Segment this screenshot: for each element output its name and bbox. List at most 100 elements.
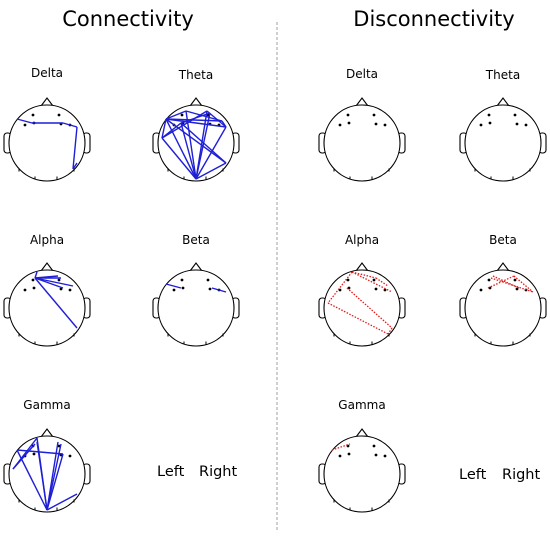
electrode-dot [59, 287, 63, 291]
electrode-dot [180, 278, 184, 282]
electrode-dot [515, 122, 519, 126]
side-label-left-conn: Left [157, 464, 185, 480]
head-outline [323, 104, 401, 182]
head-outline [464, 104, 542, 182]
electrode-dot [372, 113, 376, 117]
connection-edge-e11-e13 [195, 162, 227, 180]
band-label-conn-beta: Beta [182, 233, 210, 247]
electrode-dot [181, 286, 185, 290]
electrode-dot [32, 452, 36, 456]
connection-edge-e11-e13 [46, 493, 78, 511]
nose [189, 262, 203, 272]
electrode-dot [338, 454, 342, 458]
connection-edge-e2-e5 [331, 443, 351, 451]
connection-edge-e2-e13 [16, 449, 48, 511]
electrode-dot [372, 444, 376, 448]
connection-edge-e9-e10 [62, 122, 78, 128]
electrode-dot [487, 278, 491, 282]
head-outline [323, 435, 401, 513]
band-label-conn-theta: Theta [178, 68, 213, 82]
side-label-left-disc: Left [459, 467, 487, 483]
connection-edge-e5-e9 [34, 277, 64, 289]
head-plot-conn-theta: Theta [152, 68, 240, 182]
head-plot-disc-alpha: Alpha [318, 233, 406, 347]
electrode-dot [180, 113, 184, 117]
connection-edge-e7-e13 [195, 112, 211, 180]
side-label-right-disc: Right [502, 467, 540, 483]
electrode-dot [487, 113, 491, 117]
connection-edge-e3-e11 [346, 287, 393, 329]
electrode-dot [524, 123, 528, 127]
electrode-dot [346, 278, 350, 282]
connection-edge-e9-e10 [211, 287, 227, 293]
nose [496, 262, 510, 272]
electrode-dot [346, 113, 350, 117]
connection-edge-e12-e14 [327, 302, 389, 335]
connectivity-title: Connectivity [62, 7, 194, 31]
electrode-dot [383, 454, 387, 458]
electrode-dot [347, 121, 351, 125]
electrode-dot [374, 122, 378, 126]
connection-edge-e11-e14 [72, 162, 78, 170]
electrode-dot [31, 278, 35, 282]
electrode-dot [338, 123, 342, 127]
electrode-dot [57, 113, 61, 117]
electrode-dot [57, 278, 61, 282]
connection-edge-e1-e7 [351, 271, 377, 279]
electrode-dot [372, 278, 376, 282]
electrode-dot [347, 452, 351, 456]
head-plot-disc-gamma: Gamma [318, 398, 406, 513]
connection-edge-e10-e13 [195, 126, 227, 180]
electrode-dot [208, 287, 212, 291]
band-label-disc-alpha: Alpha [345, 233, 379, 247]
band-label-conn-gamma: Gamma [23, 398, 70, 412]
connection-edge-e7-e13 [46, 443, 62, 511]
electrode-dot [479, 123, 483, 127]
electrode-dot [515, 287, 519, 291]
connection-edge-e2-e13 [165, 118, 197, 180]
head-plot-conn-beta: Beta [152, 233, 240, 347]
band-label-disc-theta: Theta [485, 68, 520, 82]
connection-edge-e1-e12 [327, 271, 353, 304]
nose [496, 97, 510, 107]
band-label-conn-alpha: Alpha [30, 233, 64, 247]
connection-edge-e5-e11 [34, 277, 78, 329]
head-plot-conn-alpha: Alpha [3, 233, 91, 347]
band-label-disc-delta: Delta [346, 67, 378, 81]
nose [40, 428, 54, 438]
electrode-dot [172, 288, 176, 292]
disconnectivity-title: Disconnectivity [353, 7, 514, 31]
connection-edge-e2-e10 [165, 118, 227, 128]
electrode-dot [68, 288, 72, 292]
connection-edge-e2-e3 [165, 283, 182, 289]
electrode-dot [23, 123, 27, 127]
electrode-dot [383, 288, 387, 292]
nose [40, 97, 54, 107]
band-label-conn-delta: Delta [31, 66, 63, 80]
connection-edge-e2-e4 [165, 110, 187, 120]
connection-edge-e11-e14 [387, 327, 393, 335]
side-label-right-conn: Right [199, 464, 237, 480]
connection-edge-e2-e9 [16, 449, 64, 455]
electrode-dot [31, 113, 35, 117]
connection-edge-e7-e8 [375, 277, 389, 287]
connection-edge-e10-e14 [72, 126, 78, 170]
nose [189, 97, 203, 107]
connection-edge-e2-e8 [165, 118, 223, 122]
head-outline [8, 269, 86, 347]
electrode-dot [513, 278, 517, 282]
nose [355, 428, 369, 438]
connection-edge-e10-e8 [221, 120, 227, 128]
head-outline [323, 269, 401, 347]
electrode-dot [57, 444, 61, 448]
head-plot-disc-delta: Delta [318, 67, 406, 182]
connection-edge-e3-e13 [180, 122, 197, 180]
electrode-dot [488, 121, 492, 125]
nose [40, 262, 54, 272]
connection-edge-e12-e13 [161, 137, 197, 180]
head-outline [464, 269, 542, 347]
head-outline [8, 435, 86, 513]
connection-edge-e1-e10 [351, 271, 393, 293]
electrode-dot [23, 288, 27, 292]
